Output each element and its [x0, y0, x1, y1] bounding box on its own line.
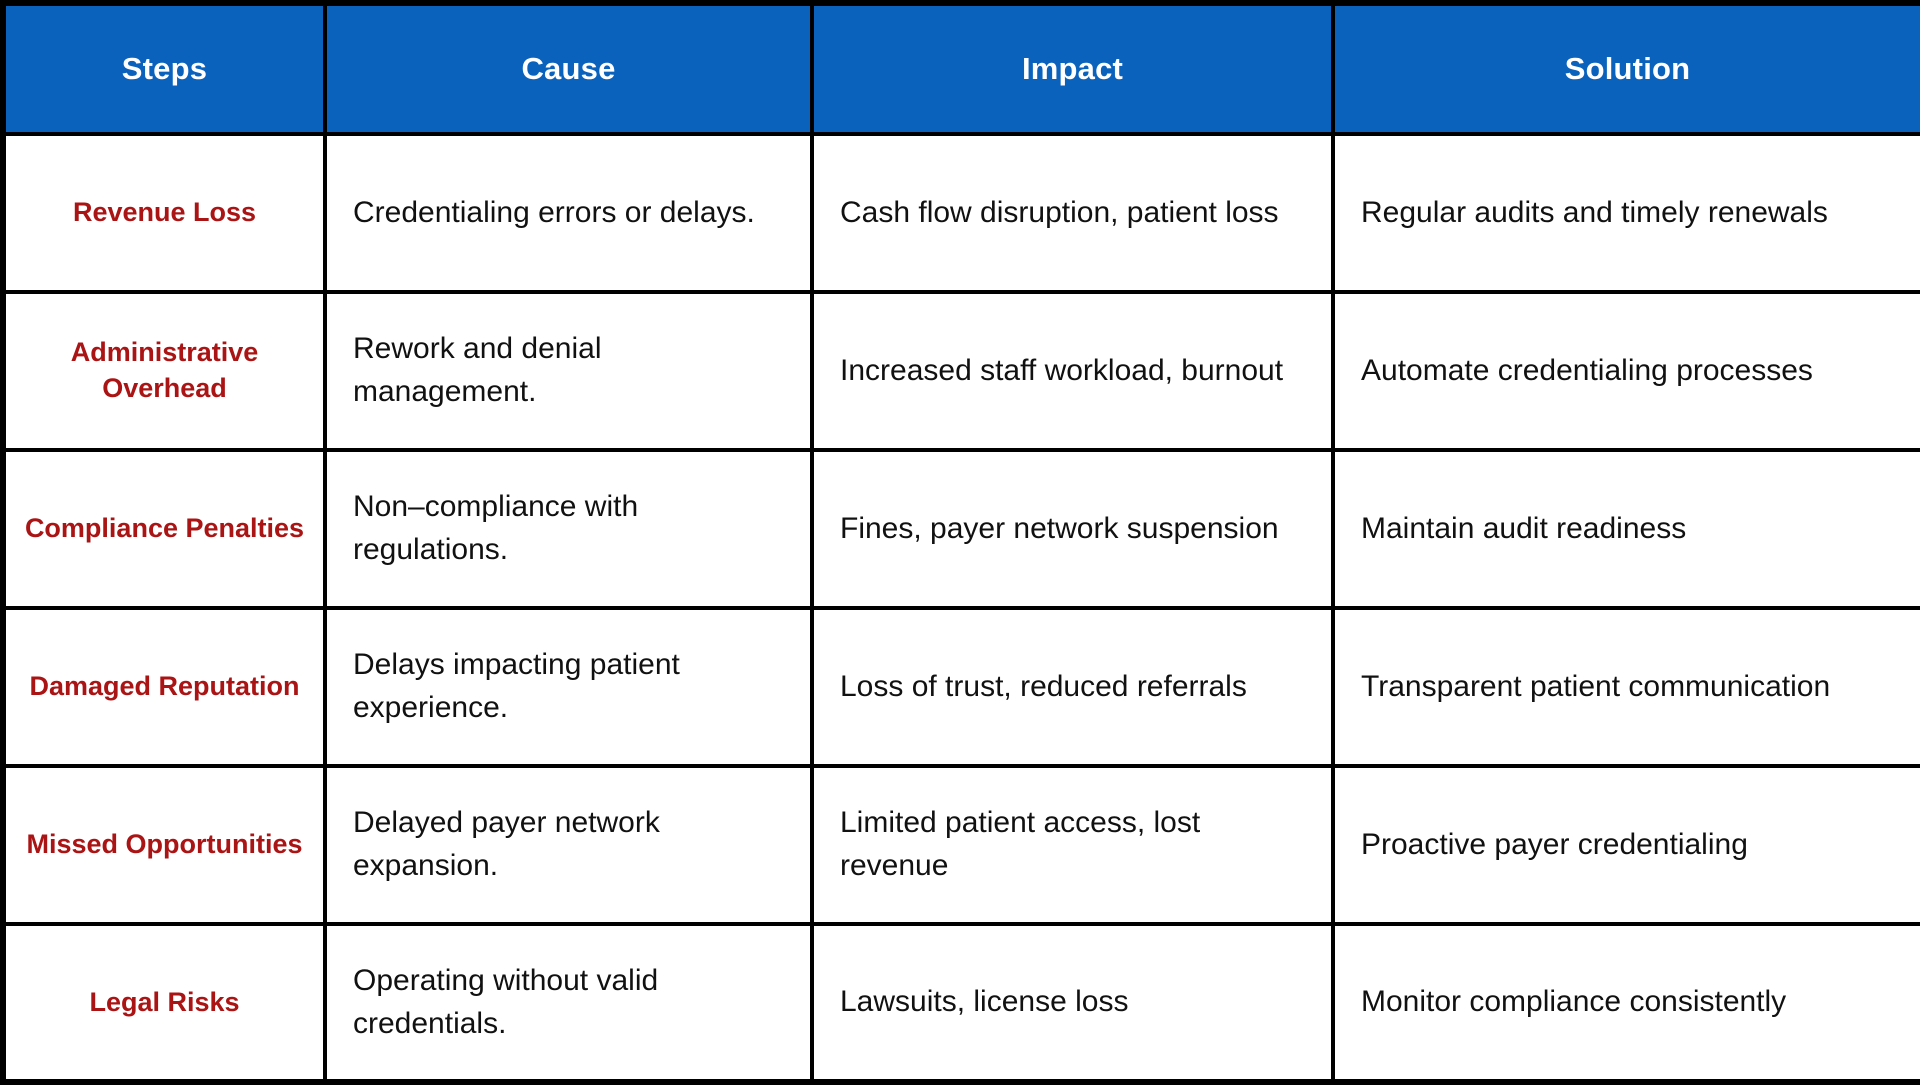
- table-row: Missed Opportunities Delayed payer netwo…: [1, 764, 1920, 926]
- cell-impact: Limited patient access, lost revenue: [810, 764, 1335, 926]
- cell-cause: Delays impacting patient experience.: [323, 606, 814, 768]
- cell-text: Compliance Penalties: [24, 513, 305, 544]
- column-header-steps: Steps: [1, 1, 327, 136]
- cell-steps: Missed Opportunities: [1, 764, 327, 926]
- cell-text: Delays impacting patient experience.: [353, 648, 680, 724]
- cell-text: Lawsuits, license loss: [840, 985, 1129, 1019]
- cell-solution: Transparent patient communication: [1331, 606, 1920, 768]
- cell-text: Fines, payer network suspension: [840, 511, 1279, 545]
- cell-impact: Loss of trust, reduced referrals: [810, 606, 1335, 768]
- column-header-solution: Solution: [1331, 1, 1920, 136]
- cell-text: Limited patient access, lost revenue: [840, 806, 1201, 882]
- cell-text: Transparent patient communication: [1361, 669, 1831, 703]
- cell-text: Increased staff workload, burnout: [840, 353, 1284, 387]
- cell-text: Missed Opportunities: [26, 829, 303, 860]
- cell-text: Operating without valid credentials.: [353, 963, 659, 1040]
- cell-solution: Automate credentialing processes: [1331, 290, 1920, 452]
- cell-cause: Rework and denial management.: [323, 290, 814, 452]
- cell-cause: Operating without valid credentials.: [323, 922, 814, 1084]
- cell-cause: Credentialing errors or delays.: [323, 132, 814, 294]
- cell-impact: Cash flow disruption, patient loss: [810, 132, 1335, 294]
- cell-text: Loss of trust, reduced referrals: [840, 669, 1247, 703]
- cell-solution: Maintain audit readiness: [1331, 448, 1920, 610]
- cell-text: Monitor compliance consistently: [1361, 985, 1787, 1019]
- cell-text: Revenue Loss: [72, 197, 257, 228]
- cell-text: Rework and denial management.: [353, 332, 602, 408]
- table-row: Damaged Reputation Delays impacting pati…: [1, 606, 1920, 768]
- table-row: Administrative Overhead Rework and denia…: [1, 290, 1920, 452]
- cell-text: Regular audits and timely renewals: [1361, 195, 1828, 229]
- cell-text: Automate credentialing processes: [1361, 353, 1813, 387]
- table-header: Steps Cause Impact Solution: [1, 1, 1920, 136]
- cell-text: Cash flow disruption, patient loss: [840, 195, 1279, 229]
- cell-text: Administrative Overhead: [70, 337, 259, 403]
- header-row: Steps Cause Impact Solution: [1, 1, 1920, 136]
- cell-steps: Damaged Reputation: [1, 606, 327, 768]
- table-body: Revenue Loss Credentialing errors or del…: [1, 132, 1920, 1084]
- cell-steps: Revenue Loss: [1, 132, 327, 294]
- cell-solution: Monitor compliance consistently: [1331, 922, 1920, 1084]
- cell-text: Legal Risks: [89, 986, 240, 1017]
- cell-text: Non–compliance with regulations.: [353, 490, 639, 566]
- table-row: Legal Risks Operating without valid cred…: [1, 922, 1920, 1084]
- cell-impact: Increased staff workload, burnout: [810, 290, 1335, 452]
- cell-cause: Delayed payer network expansion.: [323, 764, 814, 926]
- cell-cause: Non–compliance with regulations.: [323, 448, 814, 610]
- cell-text: Credentialing errors or delays.: [353, 195, 755, 229]
- column-header-cause: Cause: [323, 1, 814, 136]
- table-row: Compliance Penalties Non–compliance with…: [1, 448, 1920, 610]
- cell-solution: Proactive payer credentialing: [1331, 764, 1920, 926]
- cell-text: Delayed payer network expansion.: [353, 806, 660, 882]
- cell-steps: Compliance Penalties: [1, 448, 327, 610]
- cell-steps: Administrative Overhead: [1, 290, 327, 452]
- cell-impact: Fines, payer network suspension: [810, 448, 1335, 610]
- cell-steps: Legal Risks: [1, 922, 327, 1084]
- cell-text: Maintain audit readiness: [1361, 511, 1687, 545]
- table-row: Revenue Loss Credentialing errors or del…: [1, 132, 1920, 294]
- cell-text: Proactive payer credentialing: [1361, 827, 1748, 861]
- cell-solution: Regular audits and timely renewals: [1331, 132, 1920, 294]
- cell-impact: Lawsuits, license loss: [810, 922, 1335, 1084]
- column-header-impact: Impact: [810, 1, 1335, 136]
- cell-text: Damaged Reputation: [29, 671, 300, 702]
